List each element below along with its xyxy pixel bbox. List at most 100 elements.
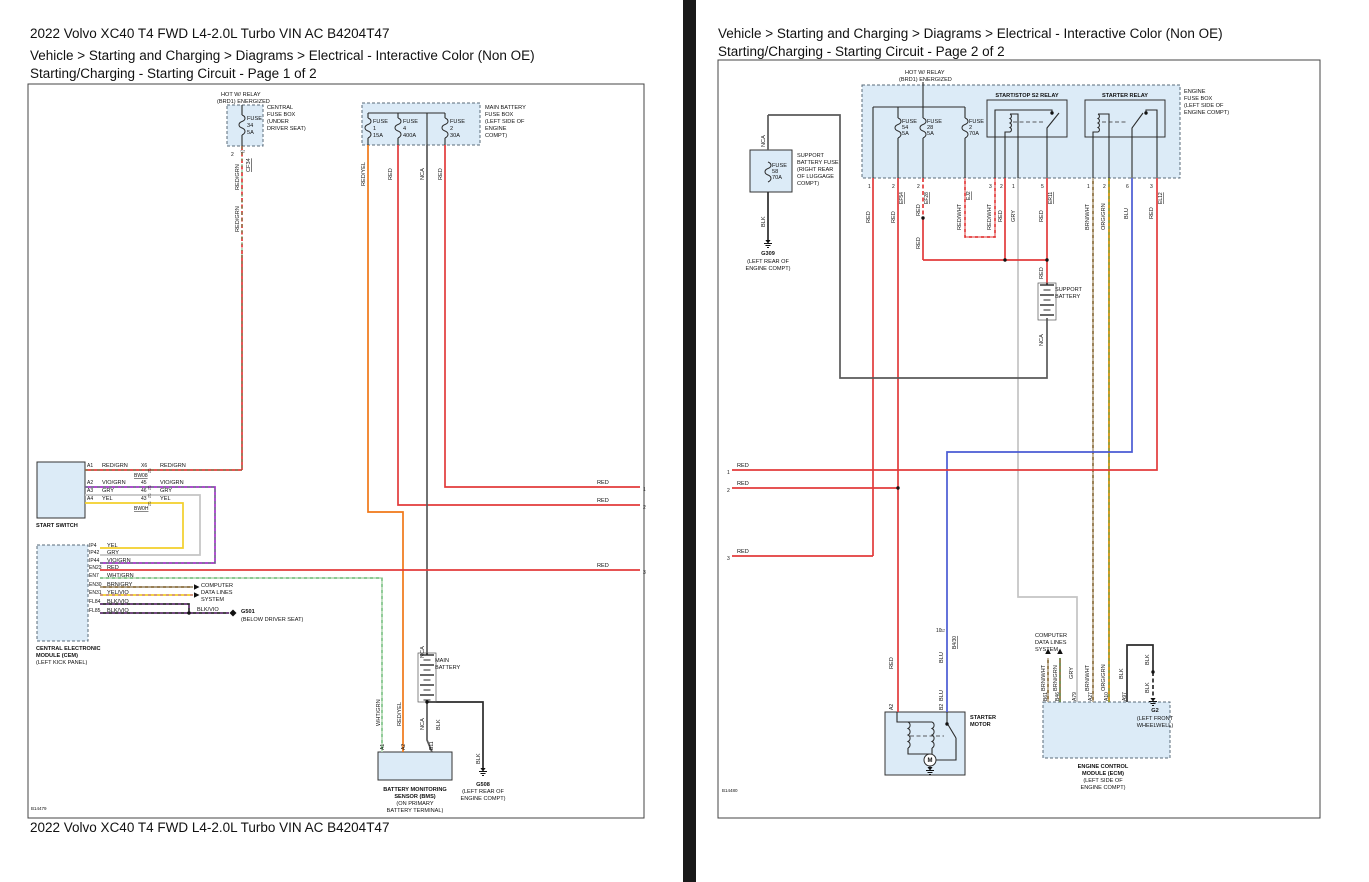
diagram-label: FUSE — [450, 119, 465, 125]
diagram-label: RED/YEL — [397, 702, 403, 726]
diagram-label: RED — [891, 211, 897, 223]
fuse-icon[interactable] — [364, 117, 372, 139]
diagram-label: 4 — [403, 126, 406, 132]
diagram-label: BLK — [436, 719, 442, 730]
diagram-label: BRN/WHT — [1085, 203, 1091, 230]
diagram-label: HOT W/ RELAY — [905, 70, 945, 76]
diagram-label: RED/GRN — [235, 164, 241, 190]
fuse-icon[interactable] — [764, 161, 772, 183]
diagram-label: ENGINE COMPT) — [1184, 110, 1229, 116]
diagram-label: (LEFT SIDE OF — [1083, 778, 1123, 784]
diagram-label: 5A — [927, 131, 934, 137]
diagram-label: RED/YEL — [361, 162, 367, 186]
diagram-label: SUPPORT — [1055, 287, 1083, 293]
junction-dot — [187, 611, 191, 615]
wire[interactable] — [367, 145, 404, 752]
wire[interactable] — [1098, 113, 1110, 137]
wire[interactable] — [444, 145, 640, 488]
fuse-icon[interactable] — [961, 117, 969, 139]
wire[interactable] — [1046, 112, 1060, 137]
system-arrow-icon — [194, 592, 200, 598]
wire[interactable] — [896, 712, 932, 723]
diagram-label: G508 — [476, 782, 490, 788]
diagram-label: RED — [597, 563, 609, 569]
diagram-label: B14480 — [722, 788, 738, 793]
diagram-label: 2 — [727, 488, 730, 494]
wire[interactable] — [426, 700, 433, 753]
wire[interactable] — [100, 603, 190, 613]
diagram-label: A2 — [889, 704, 895, 710]
component-box — [36, 461, 86, 519]
wire[interactable] — [907, 748, 930, 755]
diagram-label: GRY — [107, 550, 119, 556]
diagram-label: (( — [148, 485, 151, 490]
wire[interactable] — [936, 738, 957, 761]
diagram-label: 1 — [1087, 184, 1090, 190]
diagram-label: BATTERY FUSE — [797, 160, 839, 166]
diagram-label: BLK/VIO — [197, 607, 219, 613]
wire[interactable] — [427, 701, 484, 768]
wire[interactable] — [1145, 109, 1158, 137]
diagram-label: COMPUTER — [1035, 633, 1067, 639]
wire[interactable] — [1092, 131, 1098, 137]
diagram-label: FL84 — [89, 599, 101, 605]
diagram-label: 2 — [1103, 184, 1106, 190]
wire[interactable] — [85, 494, 201, 556]
diagram-label: CENTRAL ELECTRONIC — [36, 646, 101, 652]
diagram-label: EJ2 — [966, 191, 972, 200]
component-box — [749, 149, 793, 193]
junction-dot — [896, 486, 900, 490]
diagram-label: NCA — [761, 135, 767, 147]
diagram-label: FUSE — [902, 119, 917, 125]
wire[interactable] — [85, 502, 184, 549]
diagram-label: OF LUGGAGE — [797, 174, 834, 180]
coil-icon — [906, 721, 911, 749]
wire[interactable] — [768, 114, 1048, 379]
diagram-label: RED — [597, 498, 609, 504]
fuse-icon[interactable] — [919, 117, 927, 139]
wire[interactable] — [1010, 113, 1019, 137]
diagram-label: BLK/VIO — [107, 608, 129, 614]
fuse-icon[interactable] — [441, 117, 449, 139]
diagram-label: 70A — [969, 131, 979, 137]
diagram-label: EN7 — [89, 573, 99, 579]
wire[interactable] — [946, 178, 1133, 712]
diagram-label: (LEFT SIDE OF — [485, 119, 525, 125]
diagram-label: RED/GRN — [235, 206, 241, 232]
diagram-label: BATTERY — [1055, 294, 1081, 300]
diagram-label: MOTOR — [970, 722, 991, 728]
diagram-label: 5A — [902, 131, 909, 137]
diagram-label: RED — [866, 211, 872, 223]
breadcrumb-right[interactable]: Vehicle > Starting and Charging > Diagra… — [718, 26, 1223, 41]
breadcrumb-left[interactable]: Vehicle > Starting and Charging > Diagra… — [30, 48, 535, 63]
wire[interactable] — [946, 722, 957, 739]
component-box — [226, 104, 264, 147]
fuse-icon[interactable] — [238, 114, 246, 136]
fuse-icon[interactable] — [894, 117, 902, 139]
diagram-label: (( — [148, 468, 151, 473]
diagram-label: (LEFT REAR OF — [747, 259, 789, 265]
wire[interactable] — [994, 109, 1053, 137]
diagram-label: 2 — [917, 184, 920, 190]
wire[interactable] — [1131, 112, 1144, 137]
diagram-label: 45 — [141, 480, 147, 486]
diagram-label: DATA LINES — [201, 590, 233, 596]
wire-stripe — [964, 178, 996, 238]
diagram-label: COMPT) — [797, 181, 819, 187]
diagram-label: EF54 — [899, 192, 905, 204]
wire[interactable] — [1004, 131, 1010, 137]
diagram-label: 1 — [643, 487, 646, 493]
diagram-label: BRN/WHT — [1041, 664, 1047, 691]
diagram-label: G309 — [761, 251, 775, 257]
component-box — [361, 102, 481, 146]
diagram-label: RED — [916, 237, 922, 249]
wire[interactable] — [397, 145, 640, 506]
wire[interactable] — [1017, 178, 1078, 702]
diagram-label: SUPPORT — [797, 153, 825, 159]
fuse-icon[interactable] — [394, 117, 402, 139]
diagram-label: VIO/GRN — [160, 480, 184, 486]
wire[interactable] — [1126, 644, 1154, 702]
diagram-label: FUSE — [927, 119, 942, 125]
diagram-label: A1 — [87, 463, 93, 469]
wire[interactable] — [732, 178, 1158, 471]
